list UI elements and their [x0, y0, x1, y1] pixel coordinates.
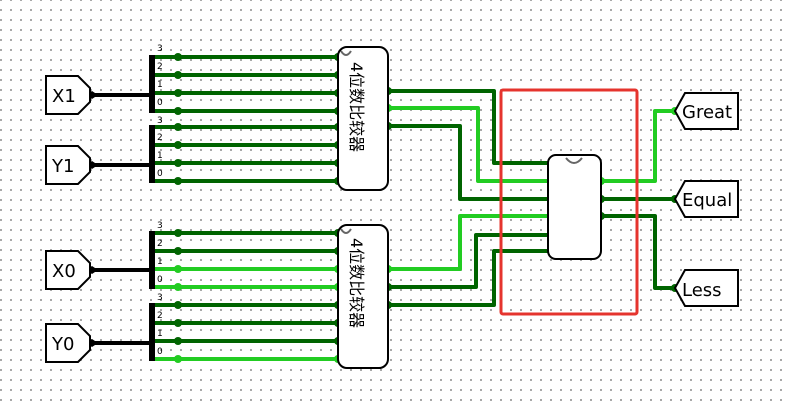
- svg-text:3: 3: [157, 44, 163, 54]
- svg-text:3: 3: [157, 293, 163, 303]
- splitter-y0[interactable]: 3 2 1 0: [86, 293, 163, 361]
- splitter-bit-wires: [155, 55, 338, 361]
- input-wires: [90, 93, 152, 345]
- svg-text:Great: Great: [682, 102, 732, 123]
- svg-text:2: 2: [157, 311, 163, 321]
- comparator-upper[interactable]: 4位数比较器: [337, 46, 389, 191]
- svg-text:1: 1: [157, 151, 163, 161]
- svg-text:Equal: Equal: [682, 190, 732, 211]
- selection-box: [499, 88, 639, 316]
- svg-text:3: 3: [157, 221, 163, 231]
- svg-text:3: 3: [157, 116, 163, 126]
- svg-text:0: 0: [157, 98, 163, 108]
- svg-text:0: 0: [157, 347, 163, 357]
- svg-text:2: 2: [157, 239, 163, 249]
- svg-text:4位数比较器: 4位数比较器: [347, 62, 366, 152]
- svg-text:Y1: Y1: [51, 156, 74, 177]
- svg-text:2: 2: [157, 133, 163, 143]
- comparator-lower[interactable]: 4位数比较器: [337, 224, 389, 369]
- svg-text:1: 1: [157, 80, 163, 90]
- wire-junctions: [174, 53, 679, 363]
- output-pin-less[interactable]: Less: [673, 269, 739, 307]
- svg-text:Y0: Y0: [51, 334, 74, 355]
- input-pin-y0[interactable]: Y0: [45, 323, 91, 363]
- splitter-y1[interactable]: 3 2 1 0: [86, 116, 163, 183]
- svg-text:0: 0: [157, 275, 163, 285]
- input-pin-x1[interactable]: X1: [45, 75, 91, 115]
- svg-text:Less: Less: [682, 280, 722, 301]
- svg-text:1: 1: [157, 329, 163, 339]
- svg-text:2: 2: [157, 62, 163, 72]
- svg-text:4位数比较器: 4位数比较器: [347, 238, 366, 328]
- svg-text:1: 1: [157, 257, 163, 267]
- input-pin-x0[interactable]: X0: [45, 250, 91, 290]
- output-pin-equal[interactable]: Equal: [673, 180, 739, 218]
- svg-text:X1: X1: [52, 86, 76, 107]
- comparator-output-wires: [388, 89, 548, 307]
- splitter-x1[interactable]: 3 2 1 0: [86, 44, 163, 113]
- output-pin-great[interactable]: Great: [673, 92, 739, 130]
- splitter-x0[interactable]: 3 2 1 0: [86, 221, 163, 289]
- cascade-subcircuit[interactable]: [547, 154, 602, 260]
- svg-text:X0: X0: [52, 261, 76, 282]
- svg-text:0: 0: [157, 169, 163, 179]
- input-pin-y1[interactable]: Y1: [45, 145, 91, 185]
